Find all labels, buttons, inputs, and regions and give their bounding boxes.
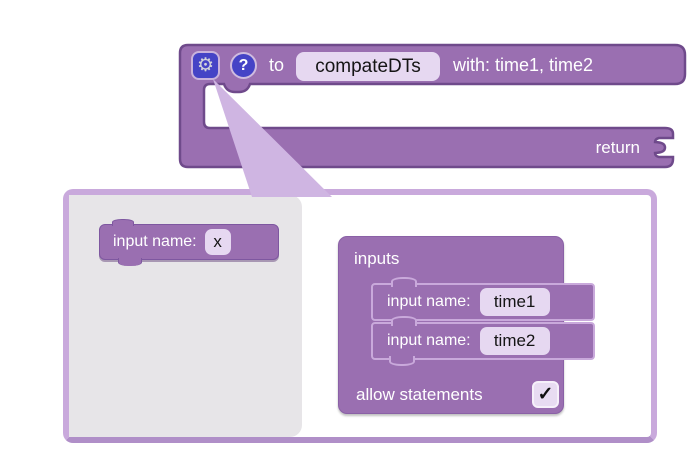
mutator-gear-button[interactable]: ⚙ (191, 51, 220, 80)
allow-statements-label: allow statements (356, 385, 483, 404)
flyout-input-name-block[interactable]: input name: x (99, 219, 279, 266)
params-label: with: time1, time2 (453, 55, 594, 75)
block-bottom-notch (389, 356, 415, 366)
procedure-name-field[interactable]: compateDTs (296, 52, 440, 81)
block-top-notch (112, 219, 134, 226)
gear-icon: ⚙ (196, 55, 215, 76)
input-name-field-time1[interactable]: time1 (479, 288, 550, 316)
input-name-block-time1[interactable]: input name: time1 (371, 277, 595, 321)
question-mark-icon: ? (238, 56, 249, 74)
flyout-name-field[interactable]: x (204, 229, 231, 255)
inputs-container-block[interactable]: inputs input name: time1 input name: tim… (338, 236, 595, 414)
input-name-label: input name: (387, 332, 471, 349)
block-top-notch (391, 316, 417, 326)
input-name-block-time2[interactable]: input name: time2 (371, 316, 595, 366)
inputs-title-label: inputs (354, 249, 400, 268)
help-button[interactable]: ? (230, 52, 257, 79)
allow-statements-checkbox[interactable]: ✓ (532, 381, 559, 408)
mutator-flyout-panel: input name: x (69, 195, 302, 437)
mutator-popup: input name: x inputs input name: time1 i… (63, 189, 657, 443)
input-name-label: input name: (387, 293, 471, 310)
block-top-notch (391, 277, 417, 287)
keyword-to-label: to (269, 55, 285, 75)
block-bottom-notch (118, 258, 142, 266)
input-name-field-time2[interactable]: time2 (479, 327, 550, 355)
flyout-block-label: input name: (113, 233, 197, 250)
return-label: return (595, 138, 640, 157)
check-icon: ✓ (537, 384, 554, 405)
